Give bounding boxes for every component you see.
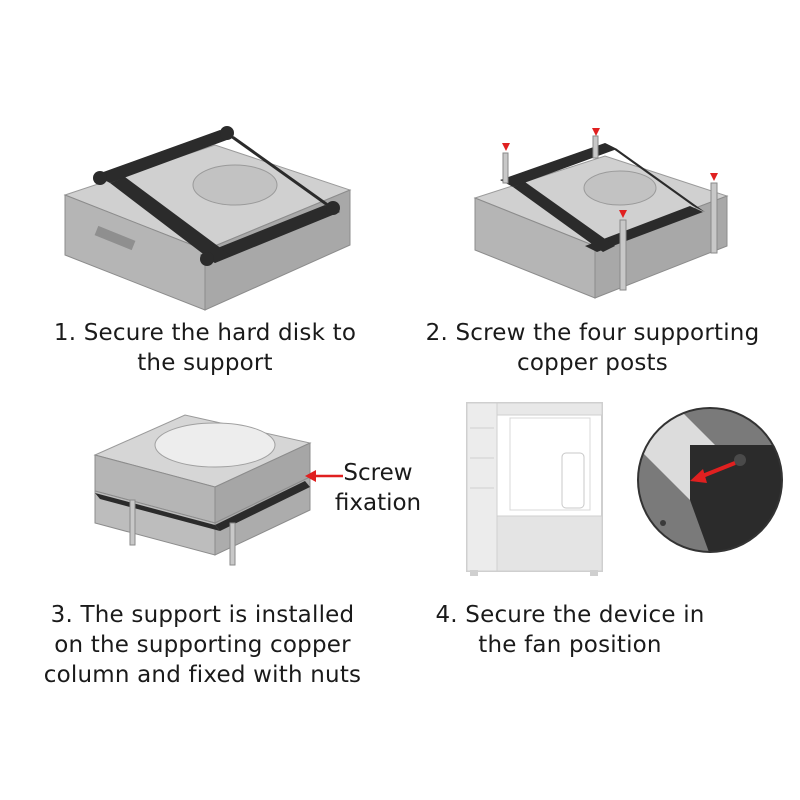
screw-fixation-callout: Screw fixation <box>328 458 428 518</box>
hard-disk <box>65 145 350 310</box>
caption-line: the fan position <box>420 630 720 660</box>
step-4-caption: 4. Secure the device in the fan position <box>420 600 720 660</box>
pc-case-illustration <box>462 398 612 578</box>
step1-illustration <box>55 115 355 315</box>
step2-illustration <box>465 128 740 308</box>
caption-line: the support <box>30 348 380 378</box>
step-2-caption: 2. Screw the four supporting copper post… <box>420 318 765 378</box>
caption-line: copper posts <box>420 348 765 378</box>
caption-line: 2. Screw the four supporting <box>420 318 765 348</box>
caption-line: on the supporting copper <box>25 630 380 660</box>
caption-line: column and fixed with nuts <box>25 660 380 690</box>
caption-line: 4. Secure the device in <box>420 600 720 630</box>
caption-line: 3. The support is installed <box>25 600 380 630</box>
step-1-caption: 1. Secure the hard disk to the support <box>30 318 380 378</box>
step-3-caption: 3. The support is installed on the suppo… <box>25 600 380 690</box>
caption-line: 1. Secure the hard disk to <box>30 318 380 348</box>
step3-illustration <box>90 405 320 570</box>
stacked-hard-disks <box>95 415 310 555</box>
zoom-detail-illustration <box>635 405 785 555</box>
callout-line-2: fixation <box>328 488 428 518</box>
callout-line-1: Screw <box>328 458 428 488</box>
